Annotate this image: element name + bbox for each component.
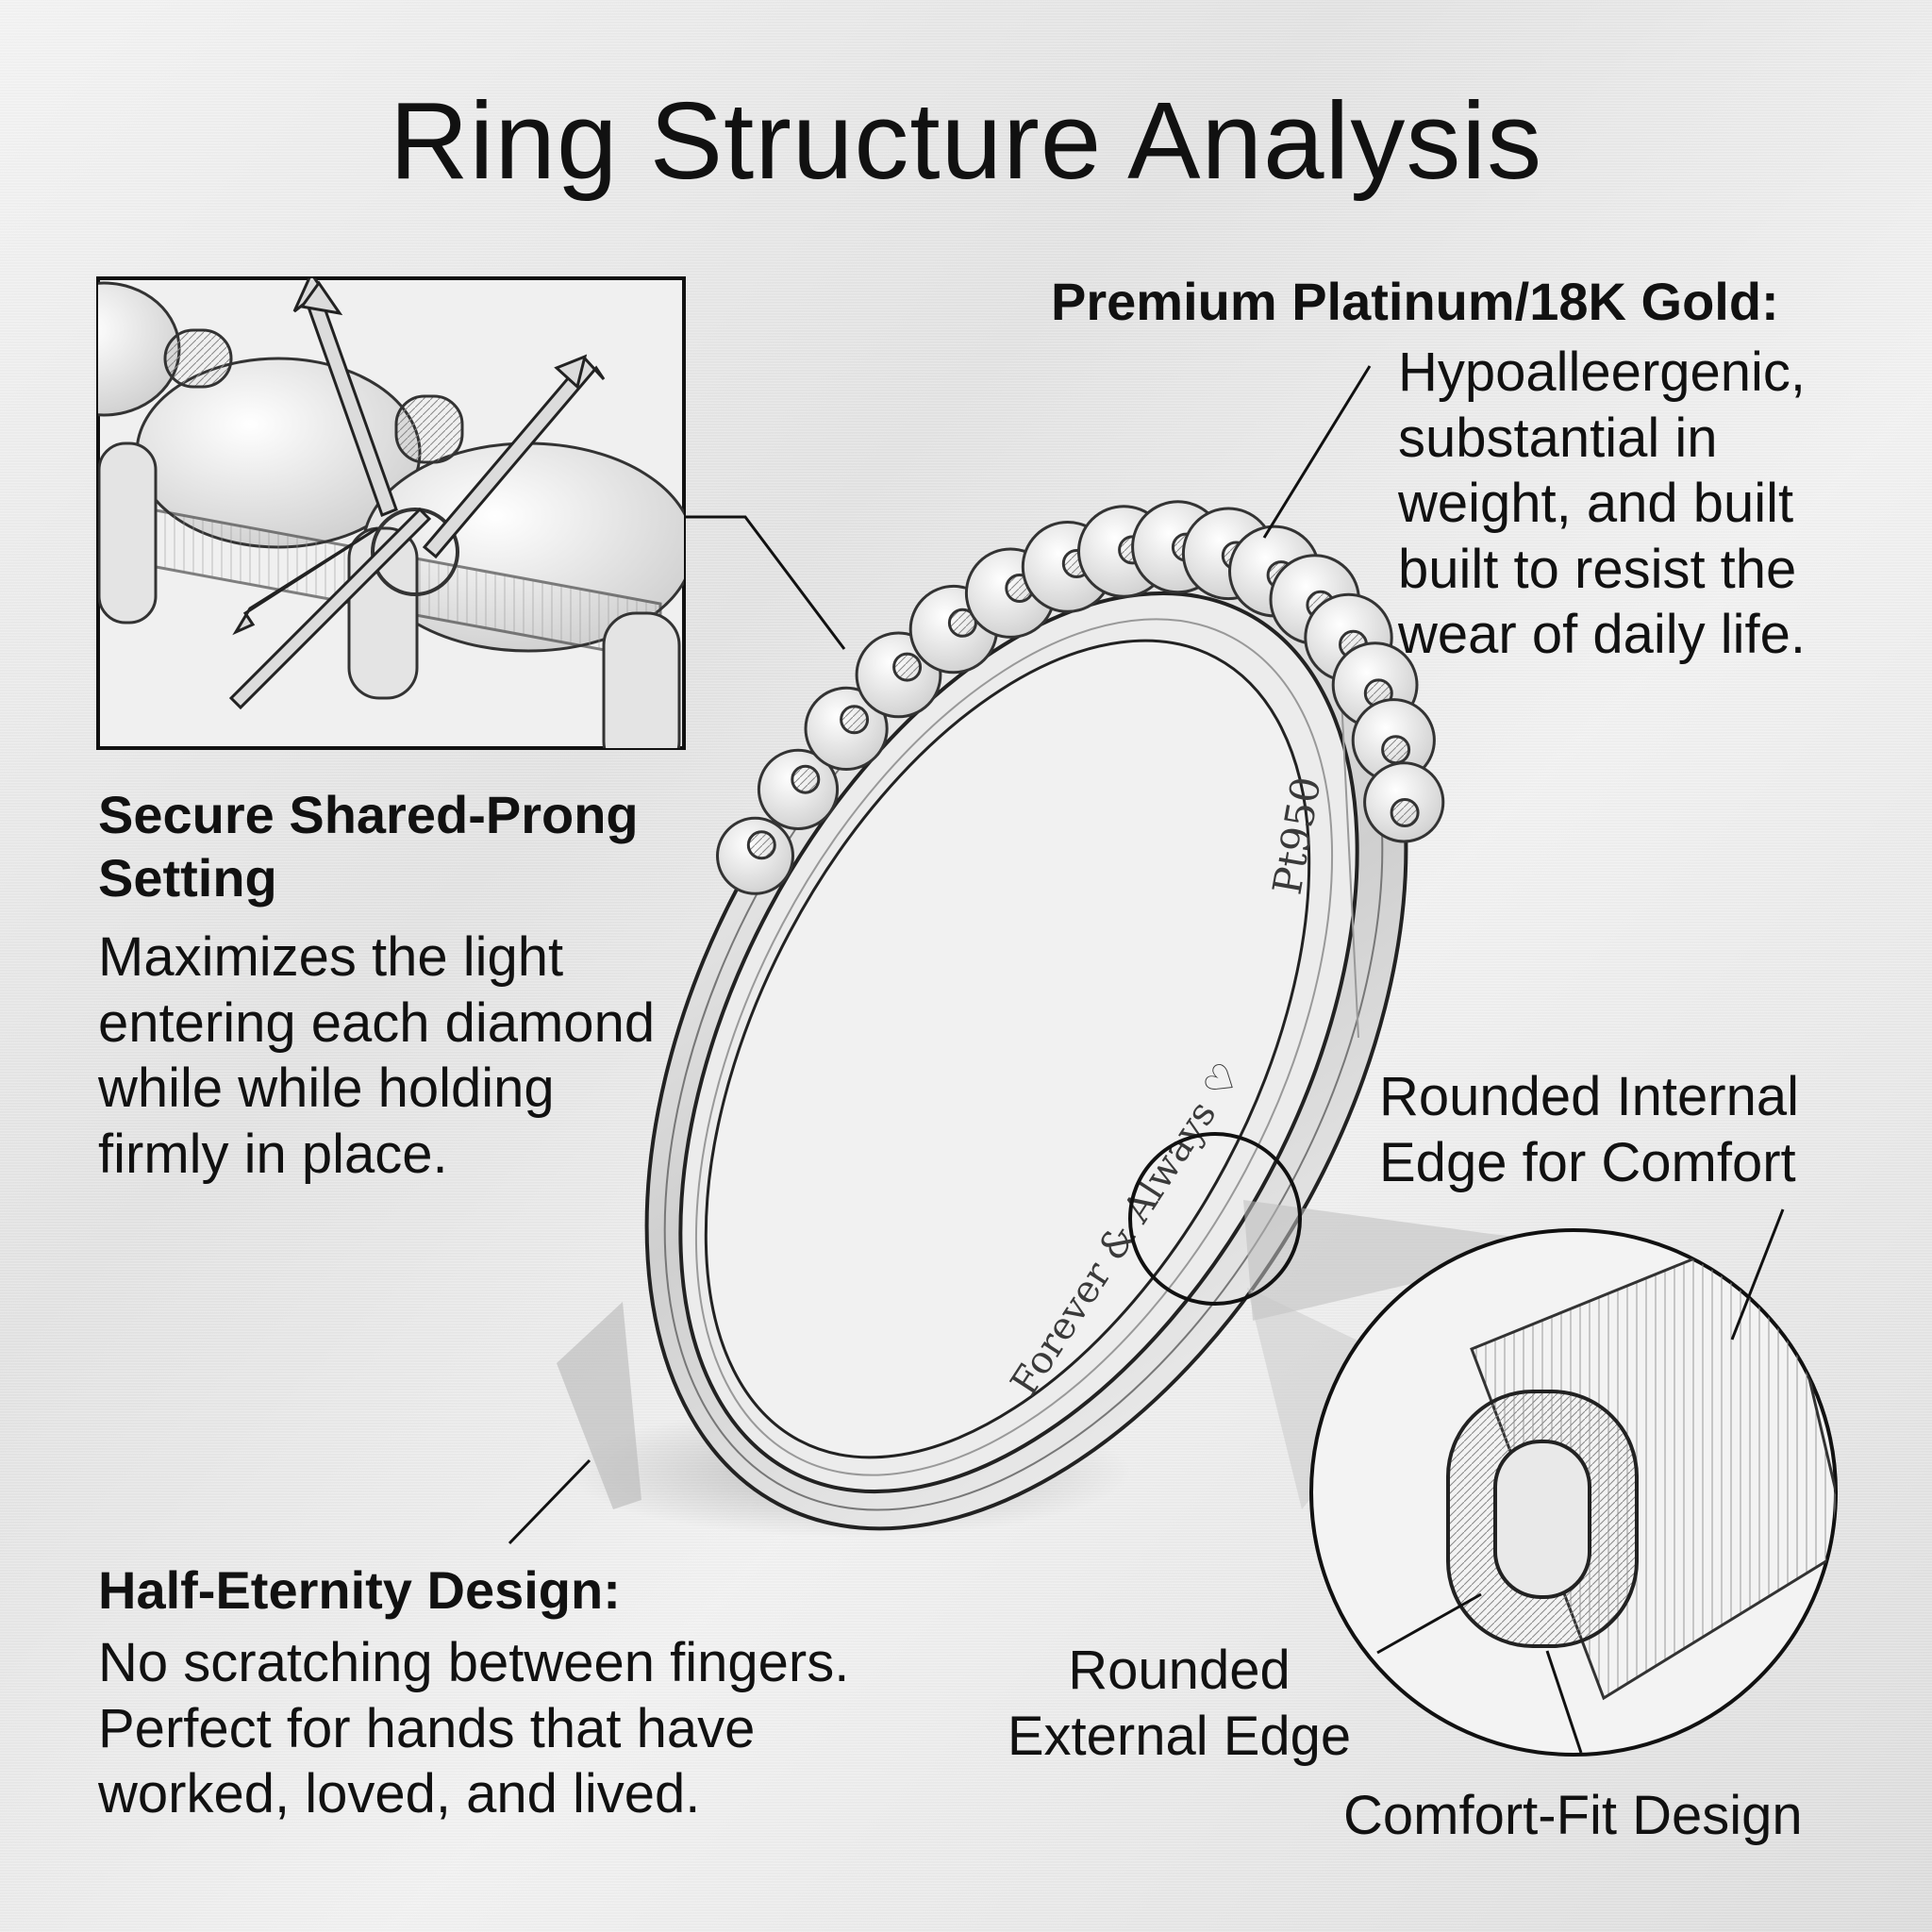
page-title: Ring Structure Analysis xyxy=(389,79,1543,202)
diamond-row xyxy=(716,500,1445,895)
prong xyxy=(746,830,776,860)
prong-callout-body: Maximizes the light entering each diamon… xyxy=(98,926,656,1185)
comfort-fit-cross-section xyxy=(1128,1132,1838,1757)
inset-prong xyxy=(394,394,464,464)
prong xyxy=(1381,735,1411,765)
light-ray-arrow-icon xyxy=(228,278,606,710)
prong xyxy=(1390,798,1420,827)
inset-stone xyxy=(98,281,181,417)
leader-lines xyxy=(508,365,1785,1754)
metal-callout-body: Hypoalleergenic, substantial in weight, … xyxy=(1398,341,1807,666)
magnifier-circle xyxy=(1128,1132,1302,1306)
eternity-callout-heading: Half-Eternity Design: xyxy=(98,1560,621,1620)
bevel-shadow xyxy=(557,1302,641,1509)
inset-prong xyxy=(163,328,233,389)
prong xyxy=(892,652,923,682)
inset-prong xyxy=(602,611,681,748)
eternity-callout-body: No scratching between fingers. Perfect f… xyxy=(98,1632,850,1825)
comfort-fit-label: Comfort-Fit Design xyxy=(1343,1785,1803,1846)
prong xyxy=(791,764,821,794)
metal-callout-heading: Premium Platinum/18K Gold: xyxy=(1051,272,1779,331)
prong xyxy=(840,705,870,735)
prong xyxy=(947,608,977,638)
inset-prong xyxy=(98,441,158,625)
prong-detail-inset xyxy=(96,276,686,750)
prong-callout-heading: Secure Shared-Prong Setting xyxy=(98,785,639,908)
internal-edge-label: Rounded Internal Edge for Comfort xyxy=(1379,1066,1799,1193)
external-edge-label: Rounded External Edge xyxy=(1007,1640,1352,1767)
